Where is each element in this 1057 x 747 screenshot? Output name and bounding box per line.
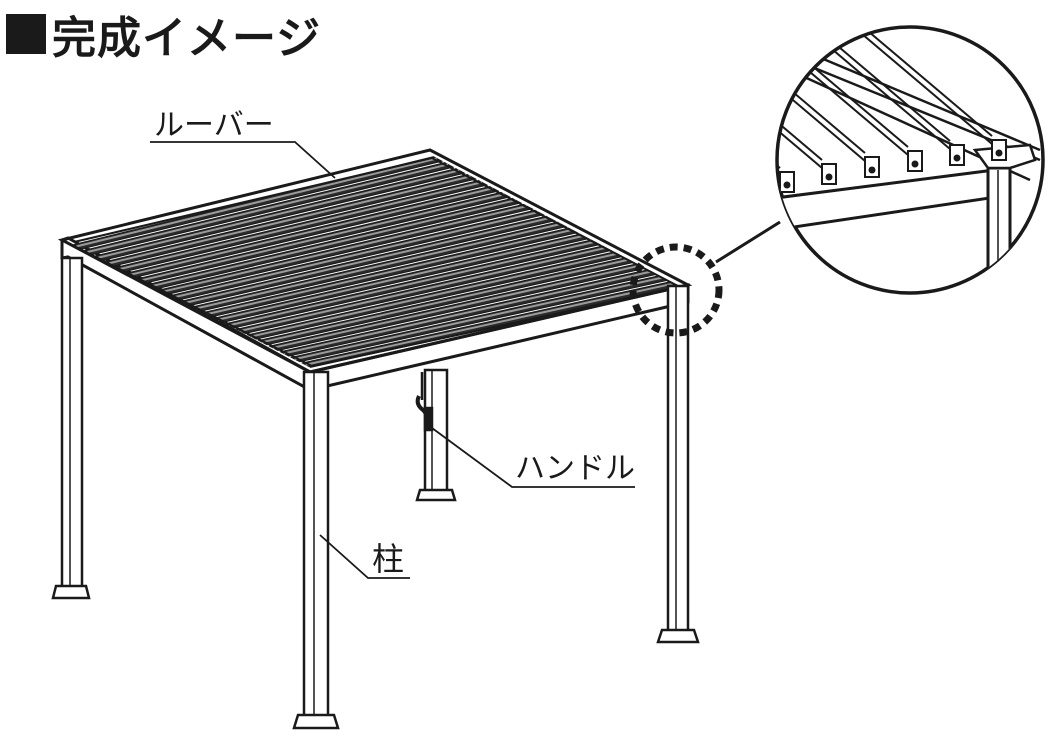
louver-slat-highlight <box>250 252 618 338</box>
zoom-detail <box>775 25 1045 295</box>
zoom-slat-line <box>861 27 993 137</box>
zoom-rail-line <box>789 43 1041 152</box>
zoom-bracket-pin <box>995 149 1003 157</box>
zoom-slat-line <box>777 65 781 177</box>
label-handle-group: ハンドル <box>431 427 635 488</box>
title-square-icon <box>6 14 46 54</box>
louver-slat-highlight <box>239 246 607 332</box>
louver-slat-highlight <box>261 258 629 344</box>
front-post-center <box>292 370 340 730</box>
zoom-bracket-pin <box>953 154 961 162</box>
zoom-slat-line <box>777 50 866 162</box>
label-louver: ルーバー <box>154 108 274 143</box>
zoom-slat-line <box>777 57 781 169</box>
louver-slat-highlight <box>152 199 516 287</box>
label-louver-group: ルーバー <box>150 108 336 179</box>
louver-slat-highlight <box>98 169 460 259</box>
zoom-slat-line <box>861 33 993 145</box>
louver-slat-highlight <box>130 187 494 276</box>
detail-highlight-circle <box>629 243 723 337</box>
zoom-slat-line <box>777 49 823 161</box>
zoom-bracket-pin <box>783 181 791 189</box>
louver-slat-highlight <box>294 276 663 361</box>
louver-slat-highlight <box>141 193 505 282</box>
handle-mechanism <box>415 372 434 432</box>
label-handle: ハンドル <box>515 451 635 486</box>
zoom-bracket-pin <box>911 160 919 168</box>
page-title: 完成イメージ <box>6 4 321 64</box>
zoom-slat-line <box>777 57 823 169</box>
label-post: 柱 <box>372 540 404 578</box>
louver-slat-highlight <box>196 223 561 310</box>
louver-slat-highlight <box>305 282 674 366</box>
louver-slat-highlight <box>229 240 595 327</box>
front-post-left <box>51 256 91 600</box>
louver-slat-highlight <box>283 270 652 355</box>
title-text: 完成イメージ <box>52 13 322 64</box>
zoom-connector-line <box>715 220 781 264</box>
zoom-bracket-pin <box>825 173 833 181</box>
roof-rim <box>73 156 679 368</box>
zoom-bracket-pin <box>868 166 876 174</box>
louver-slat-highlight <box>207 228 573 315</box>
louver-slat-highlight <box>218 234 584 321</box>
louver-slat-highlight <box>87 163 449 253</box>
front-post-right <box>656 284 700 644</box>
louver-slat-highlight <box>185 217 550 304</box>
louver-slats <box>71 156 681 368</box>
louver-slat-highlight <box>174 211 539 299</box>
louver-slat-highlight <box>272 264 640 349</box>
label-post-group: 柱 <box>319 534 410 579</box>
zoom-slat-line <box>819 38 951 150</box>
louver-slat-highlight <box>76 157 437 248</box>
louver-slat-highlight <box>163 205 528 293</box>
louver-slat-highlight <box>109 175 471 265</box>
louver-slat-highlight <box>119 181 483 270</box>
zoom-slat-line <box>777 42 866 154</box>
